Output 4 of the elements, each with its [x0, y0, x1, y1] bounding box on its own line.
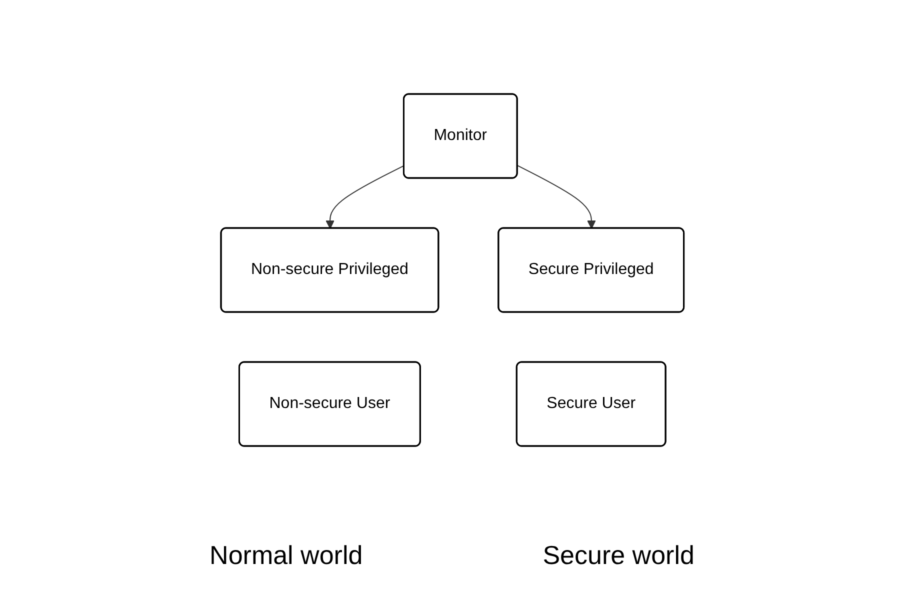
arrow	[516, 165, 596, 229]
caption-text: Normal world	[210, 540, 363, 571]
caption-text: Secure world	[542, 540, 694, 571]
arrow	[325, 165, 404, 229]
